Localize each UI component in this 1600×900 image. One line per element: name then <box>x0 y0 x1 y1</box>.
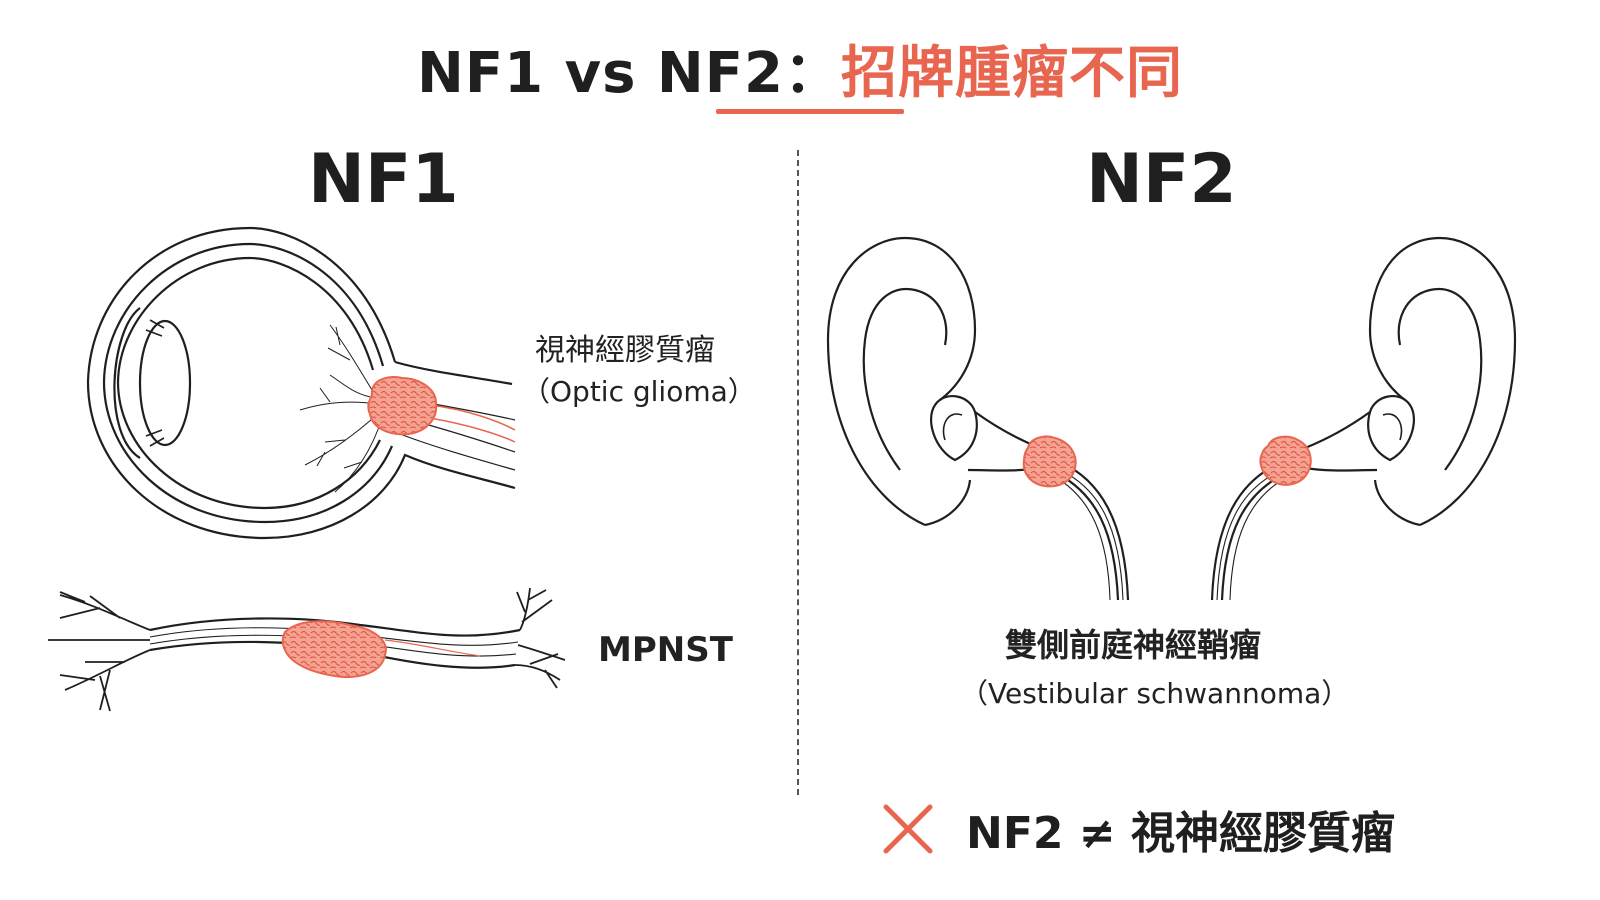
schwannoma-label-en: （Vestibular schwannoma） <box>960 677 1350 710</box>
column-divider <box>797 150 799 795</box>
schwannoma-label-zh: 雙側前庭神經鞘瘤 <box>1005 626 1262 664</box>
mpnst-label: MPNST <box>598 630 733 670</box>
mpnst-tumor <box>281 620 481 678</box>
left-vestibular-schwannoma <box>1022 435 1077 488</box>
footnote-text: NF2 ≠ 視神經膠質瘤 <box>966 808 1395 859</box>
right-vestibular-schwannoma <box>1259 435 1312 486</box>
nf2-heading: NF2 <box>1086 140 1237 219</box>
left-ear-diagram <box>826 236 1130 601</box>
footnote: NF2 ≠ 視神經膠質瘤 <box>880 794 1395 864</box>
right-ear-diagram <box>1210 236 1517 601</box>
title-accent: 招牌腫瘤不同 <box>841 41 1183 106</box>
title-underline <box>716 109 904 114</box>
optic-glioma-label-en: （Optic glioma） <box>522 375 756 408</box>
optic-glioma-label-zh: 視神經膠質瘤 <box>535 333 715 368</box>
nf1-heading: NF1 <box>308 140 459 219</box>
cross-icon <box>883 804 933 854</box>
peripheral-nerve-diagram <box>48 587 566 712</box>
page-title: NF1 vs NF2：招牌腫瘤不同 <box>0 28 1600 109</box>
eye-diagram <box>86 226 516 540</box>
optic-glioma-tumor <box>367 376 516 443</box>
title-main: NF1 vs NF2： <box>417 41 841 106</box>
